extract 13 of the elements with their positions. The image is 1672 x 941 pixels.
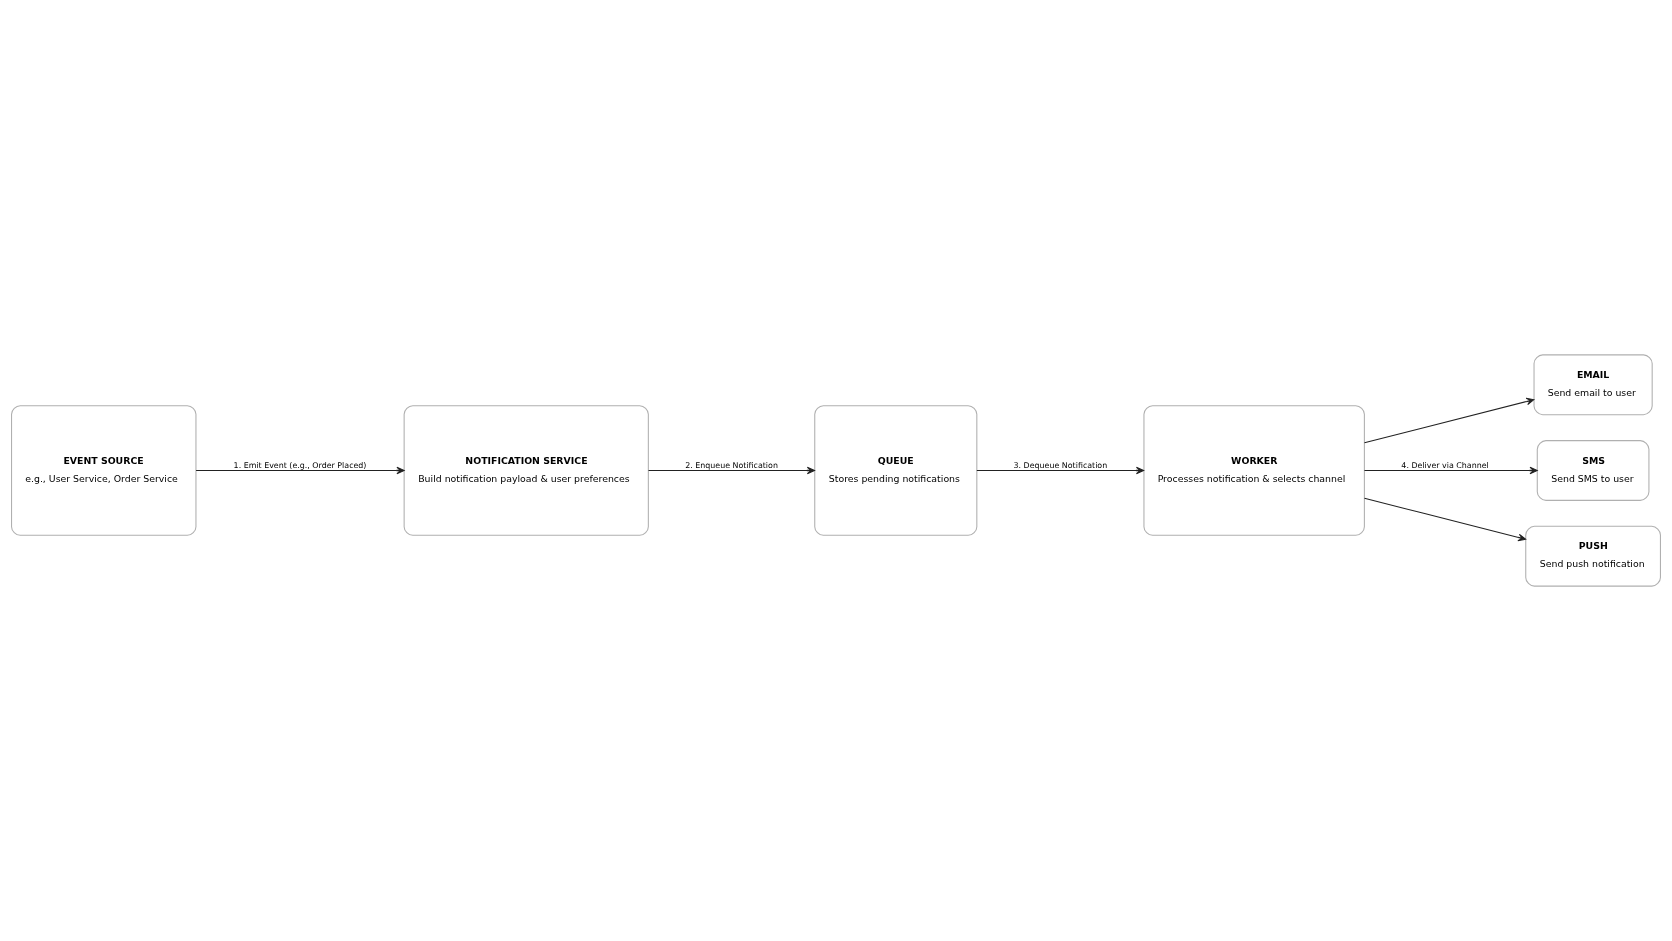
node-box: WORKER Processes notification & selects channel: [1143, 405, 1365, 536]
arrow: [1363, 466, 1538, 475]
arrow: [1363, 497, 1527, 542]
arrow: [1363, 397, 1535, 444]
node-box: PUSH Send push notification: [1525, 525, 1661, 587]
node-box: EMAIL Send email to user: [1533, 354, 1653, 416]
arrow: [976, 466, 1145, 475]
arrow: [648, 466, 816, 475]
node-box: SMS Send SMS to user: [1536, 440, 1650, 501]
arrow: [195, 466, 405, 475]
node-box: EVENT SOURCE e.g., User Service, Order Service: [11, 405, 197, 536]
node-box: NOTIFICATION SERVICE Build notification payload & user preferences: [403, 405, 649, 536]
node-box: QUEUE Stores pending notifications: [814, 405, 978, 536]
